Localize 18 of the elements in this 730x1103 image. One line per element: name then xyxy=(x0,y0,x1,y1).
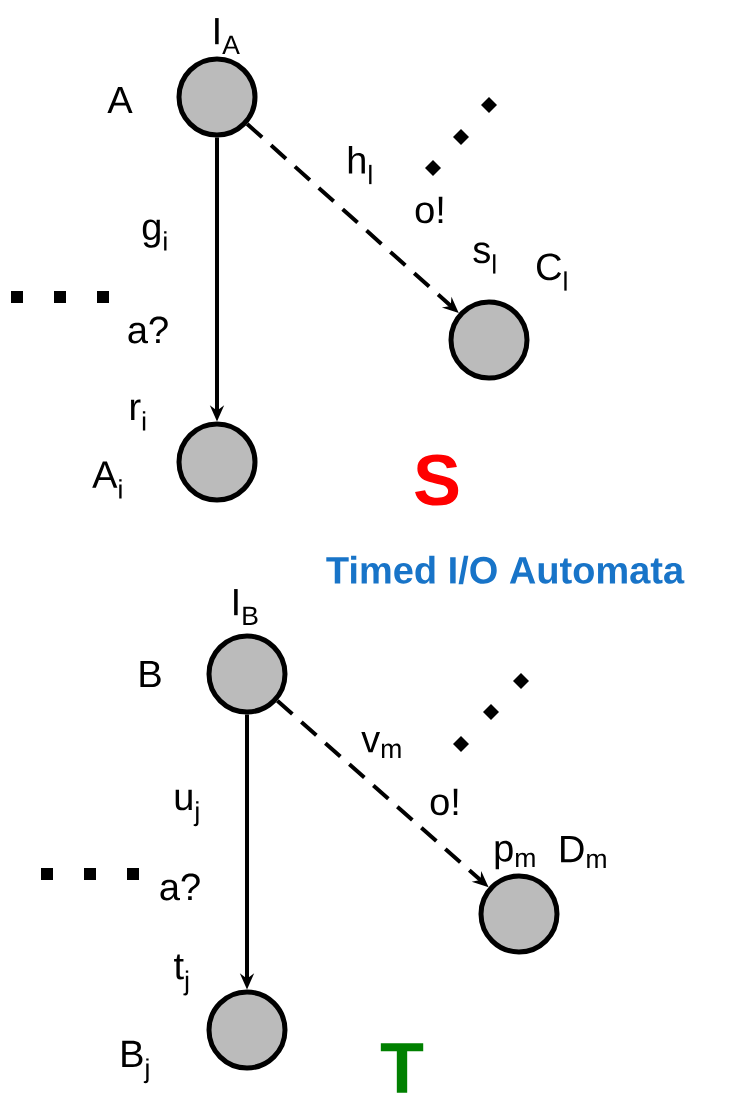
title: Timed I/O Automata xyxy=(326,555,685,585)
state-label: I$_{A}$ xyxy=(215,18,240,54)
automaton-label: T xyxy=(380,1043,424,1093)
state-label: B xyxy=(140,660,161,688)
transition-label: a? xyxy=(160,873,200,901)
state-label: A xyxy=(107,86,133,114)
state-label: A$_{i}$ xyxy=(92,461,122,499)
state-label: I$_{B}$ xyxy=(234,589,258,625)
state-label: C$_{l}$ xyxy=(537,253,567,291)
transition-label: o! xyxy=(415,196,443,224)
transition-label: o! xyxy=(430,788,458,816)
state-label: B$_{j}$ xyxy=(122,1040,149,1084)
automaton-label: S xyxy=(415,454,459,506)
transition-label: v$_{m}$ xyxy=(361,732,401,758)
transition-label: a? xyxy=(128,316,168,344)
state-label: D$_{m}$ xyxy=(561,836,606,868)
transition-label: g$_{i}$ xyxy=(142,219,167,251)
transition-label: h$_{l}$ xyxy=(348,145,372,185)
